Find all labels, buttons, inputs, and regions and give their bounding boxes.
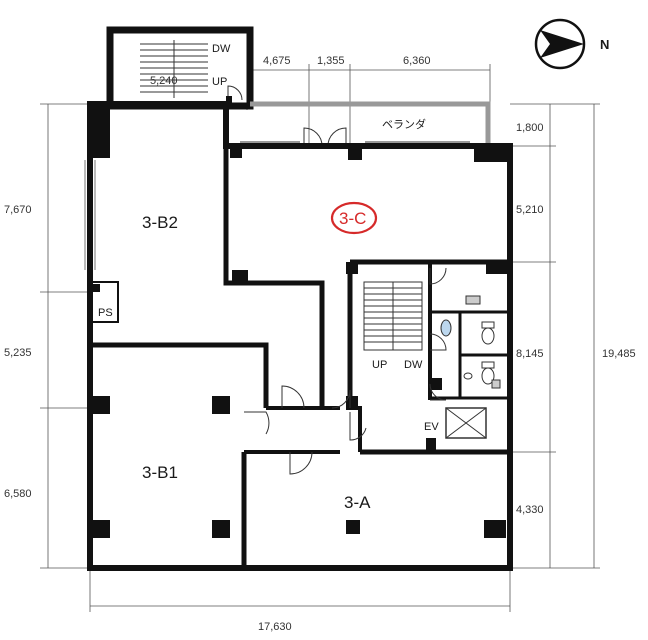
room-label-3-b1: 3-B1 xyxy=(142,463,178,482)
dim-top-3: 6,360 xyxy=(403,55,431,67)
columns xyxy=(88,104,510,538)
dim-top-1: 4,675 xyxy=(263,55,291,67)
dim-right-1: 1,800 xyxy=(516,122,544,134)
interior-walls xyxy=(90,146,510,568)
dim-right-3: 8,145 xyxy=(516,348,544,360)
dimension-lines xyxy=(40,64,600,612)
top-stair-up: UP xyxy=(212,76,227,88)
dim-left-3: 6,580 xyxy=(4,488,32,500)
dim-stair-width: 5,240 xyxy=(150,75,178,87)
dim-right-4: 4,330 xyxy=(516,504,544,516)
room-label-3-b2: 3-B2 xyxy=(142,213,178,232)
ps-label: PS xyxy=(98,307,113,319)
dim-left-1: 7,670 xyxy=(4,204,32,216)
ps-box xyxy=(91,281,119,323)
dim-left-2: 5,235 xyxy=(4,347,32,359)
room-label-3-a: 3-A xyxy=(344,493,371,512)
main-stair-dw: DW xyxy=(404,359,423,371)
dim-right-total: 19,485 xyxy=(602,348,636,360)
top-stair-dw: DW xyxy=(212,43,231,55)
room-label-3-c: 3-C xyxy=(339,209,366,228)
dim-bottom-total: 17,630 xyxy=(258,621,292,633)
toilet-fixtures xyxy=(440,295,501,389)
veranda-label: ベランダ xyxy=(382,117,426,131)
veranda xyxy=(225,101,491,148)
north-arrow-icon xyxy=(534,18,586,70)
compass-label: N xyxy=(600,37,609,52)
room-highlight-3-c xyxy=(330,201,378,235)
main-stair-up: UP xyxy=(372,359,387,371)
dim-top-2: 1,355 xyxy=(317,55,345,67)
dim-right-2: 5,210 xyxy=(516,204,544,216)
top-stair-block xyxy=(106,26,254,110)
doors xyxy=(244,267,447,475)
ev-label: EV xyxy=(424,421,439,433)
left-window xyxy=(84,160,96,270)
elevator-icon xyxy=(426,407,487,450)
main-stairs xyxy=(363,281,423,351)
